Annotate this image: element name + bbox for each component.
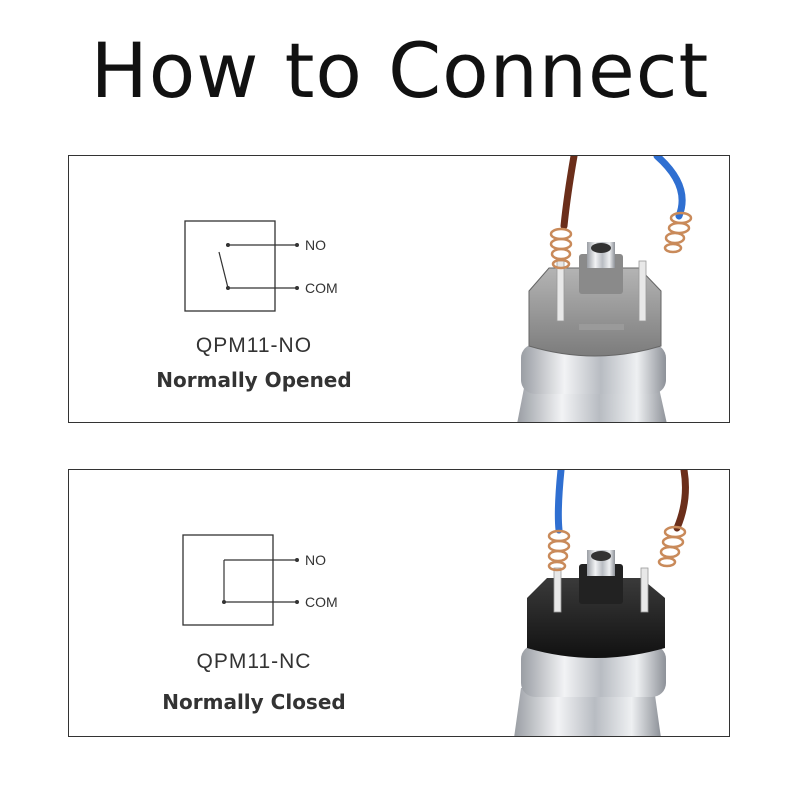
copper-coil-right (663, 211, 693, 254)
copper-coil-left (547, 529, 571, 572)
terminal-label-no: NO (305, 237, 326, 253)
model-label: QPM11-NO (195, 334, 313, 357)
terminal-label-no: NO (305, 552, 326, 568)
copper-coil-left (549, 227, 573, 270)
brown-wire (673, 470, 689, 532)
mode-label: Normally Closed (162, 690, 346, 714)
hex-body (517, 388, 667, 422)
metal-ring (521, 645, 666, 697)
schematic-normally-open (184, 220, 299, 312)
pin-right (638, 260, 647, 322)
pin-left (553, 567, 562, 613)
blue-wire (554, 470, 565, 534)
panel-normally-closed: NO COM QPM11-NC Normally Closed (68, 469, 730, 737)
pin-right (640, 567, 649, 613)
schematic-box (184, 220, 276, 312)
pin-left (556, 260, 565, 322)
terminal-label-com: COM (305, 594, 338, 610)
switch-photo-gray (517, 156, 693, 422)
model-label: QPM11-NC (196, 650, 312, 673)
no-terminal-dot (295, 243, 299, 247)
metal-ring (521, 344, 666, 394)
mode-label: Normally Opened (156, 368, 352, 392)
terminal-label-com: COM (305, 280, 338, 296)
schematic-normally-closed (182, 534, 299, 626)
switch-photo-black (514, 470, 689, 736)
hex-body (514, 688, 661, 736)
plastic-cap (527, 578, 665, 658)
page-title: How to Connect (90, 26, 710, 115)
no-terminal-dot (295, 558, 299, 562)
blue-wire (653, 156, 686, 220)
contact-fixed-dot (226, 243, 230, 247)
schematic-box (182, 534, 274, 626)
copper-coil-right (657, 525, 687, 568)
panel-normally-open: NO COM QPM11-NO Normally Opened (68, 155, 730, 423)
contact-pivot-dot (222, 600, 226, 604)
com-terminal-dot (295, 286, 299, 290)
com-terminal-dot (295, 600, 299, 604)
open-contact-arm (218, 251, 229, 289)
brown-wire (560, 156, 578, 230)
